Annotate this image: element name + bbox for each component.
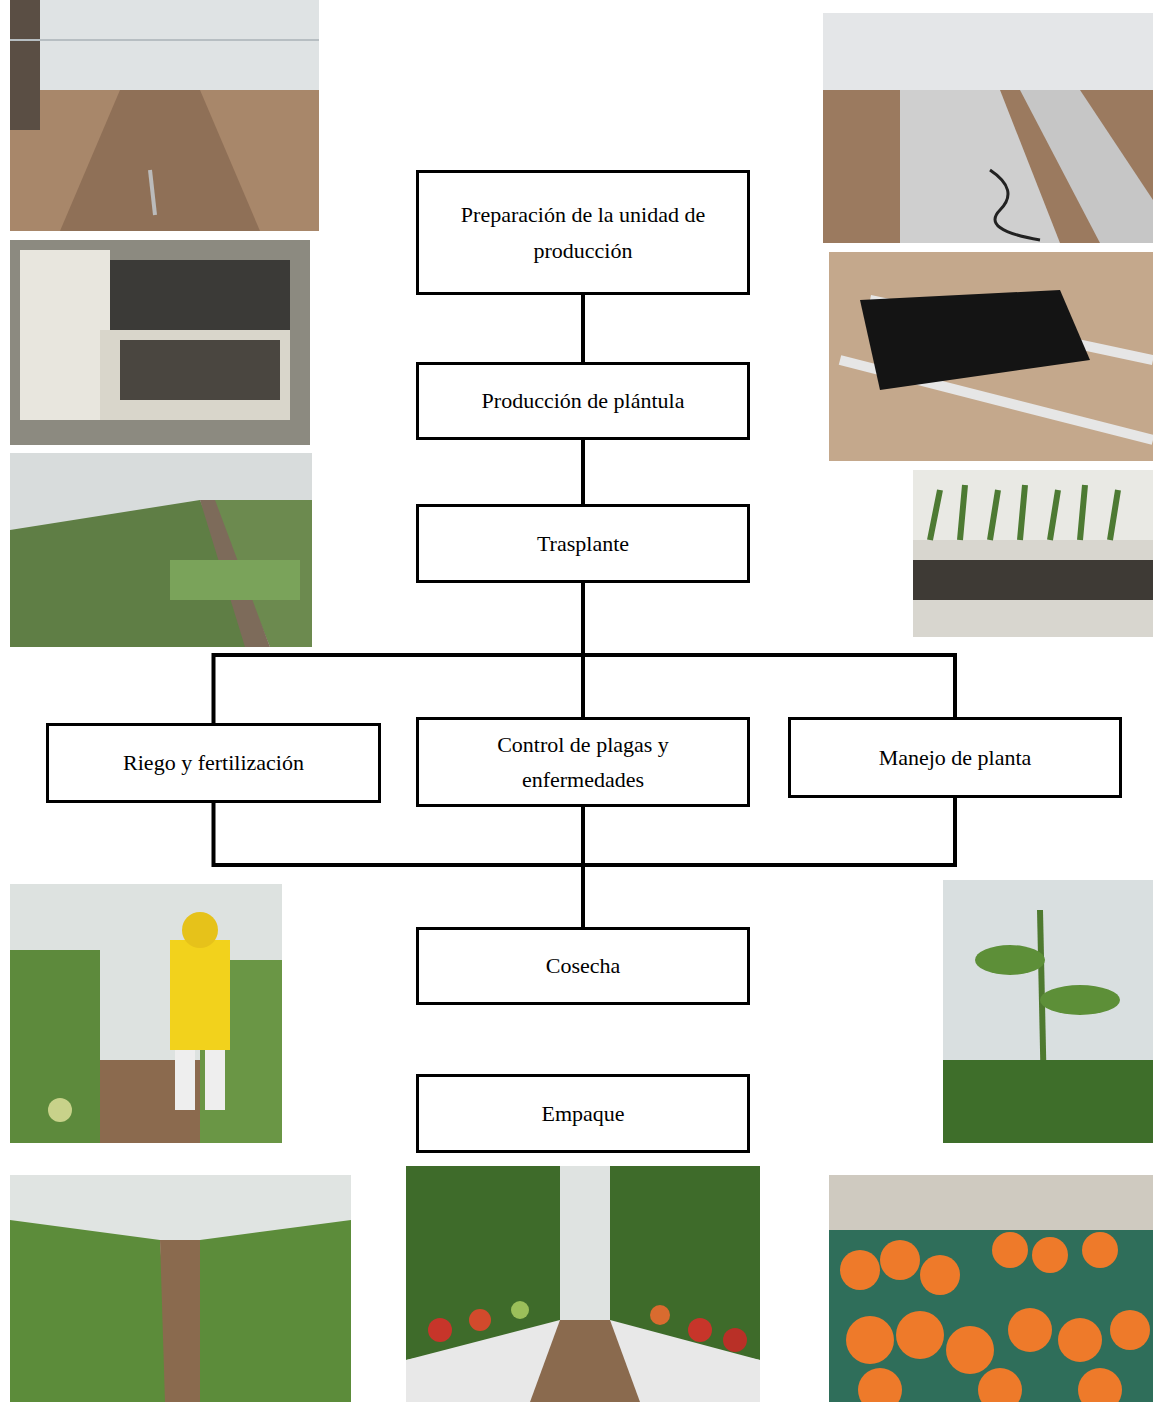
photo-mulch-drip: [823, 13, 1153, 243]
photo-seed-trays: [10, 240, 310, 445]
connector: [581, 295, 585, 362]
process-box: Trasplante: [416, 504, 750, 583]
connector: [214, 583, 584, 723]
box-label: Producción de plántula: [482, 383, 685, 418]
photo-tray-seedlings: [913, 470, 1153, 637]
process-box: Producción de plántula: [416, 362, 750, 440]
process-box: Manejo de planta: [788, 717, 1122, 798]
box-label: Trasplante: [537, 526, 629, 561]
box-label: Manejo de planta: [879, 740, 1032, 775]
process-box: Preparación de la unidad de producción: [416, 170, 750, 295]
process-box: Control de plagas y enfermedades: [416, 717, 750, 807]
box-label: Riego y fertilización: [123, 745, 304, 780]
box-label: Empaque: [541, 1096, 624, 1131]
connector: [583, 583, 955, 717]
photo-spraying: [10, 884, 282, 1143]
photo-tomato-rows: [10, 1175, 351, 1402]
box-label: Control de plagas y enfermedades: [453, 727, 713, 797]
box-label: Cosecha: [546, 948, 621, 983]
connector: [214, 803, 584, 927]
photo-seedling-house: [10, 453, 312, 647]
box-label: Preparación de la unidad de producción: [448, 197, 718, 267]
connector: [583, 798, 955, 927]
photo-fruit-rows: [406, 1166, 760, 1402]
process-box: Cosecha: [416, 927, 750, 1005]
photo-covered-tray: [829, 252, 1153, 461]
process-box: Empaque: [416, 1074, 750, 1153]
photo-plant: [943, 880, 1153, 1143]
photo-tomato-crates: [829, 1175, 1153, 1402]
photo-soil-beds: [10, 0, 319, 231]
connector: [581, 440, 585, 504]
process-box: Riego y fertilización: [46, 723, 381, 803]
